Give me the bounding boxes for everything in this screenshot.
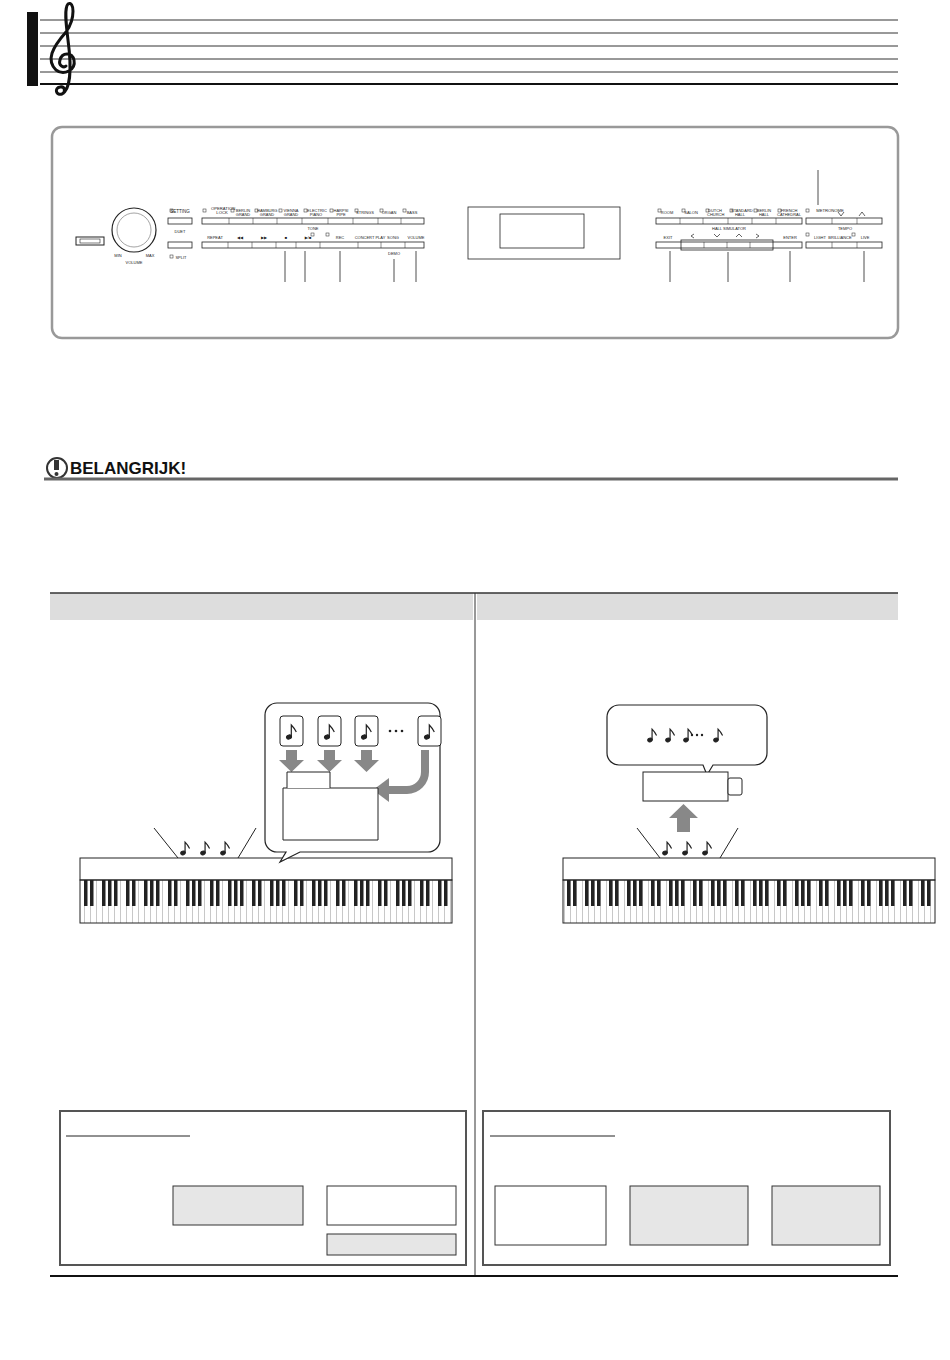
button-label: ORGAN: [382, 211, 397, 215]
button-label: VOLUME: [408, 236, 425, 240]
button-label: DUTCH CHURCH: [707, 209, 723, 217]
button-label: SONG: [387, 236, 399, 240]
button-label: EXIT: [664, 236, 673, 240]
button-label: ▶▶: [261, 236, 267, 240]
button-label: STRINGS: [356, 211, 374, 215]
button-label: BERLIN HALL: [756, 209, 772, 217]
button-label: METRONOME: [816, 209, 844, 213]
button-label: MAX: [146, 254, 155, 258]
button-label: ENTER: [783, 236, 797, 240]
button-label: DEMO: [388, 252, 400, 256]
button-label: TONE: [307, 227, 318, 231]
button-label: TEMPO: [838, 227, 852, 231]
button-label: HALL SIMULATOR: [712, 227, 746, 231]
button-label: HARPSI PIPE: [333, 209, 349, 217]
button-label: LIGHT: [814, 236, 826, 240]
button-label: STANDARD HALL: [731, 209, 749, 217]
button-label: BRILLIANCE: [828, 236, 851, 240]
button-label: SETTING: [170, 210, 190, 215]
button-label: FRENCH CATHEDRAL: [777, 209, 801, 217]
button-label: ▶/■: [305, 236, 312, 240]
button-label: HAMBURG GRAND: [257, 209, 277, 217]
button-label: VOLUME: [126, 261, 143, 265]
button-label: ■: [285, 236, 287, 240]
button-label: CONCERT PLAY: [355, 236, 386, 240]
button-label: BERLIN GRAND: [234, 209, 252, 217]
button-label: DUET: [175, 230, 186, 234]
button-label: VIENNA GRAND: [282, 209, 300, 217]
button-label: SPLIT: [175, 256, 186, 260]
button-label: ROOM: [661, 211, 673, 215]
button-label: REC: [336, 236, 344, 240]
button-label: REPEAT: [207, 236, 223, 240]
button-label: ◀◀: [237, 236, 243, 240]
button-label: ELECTRIC PIANO: [307, 209, 325, 217]
button-label: MIN: [114, 254, 121, 258]
button-label: BASS: [407, 211, 418, 215]
button-label: SALON: [684, 211, 698, 215]
notice-heading: BELANGRIJK!: [70, 460, 186, 478]
button-label: OPERATION LOCK: [211, 207, 233, 216]
button-label: LIVE: [861, 236, 870, 240]
